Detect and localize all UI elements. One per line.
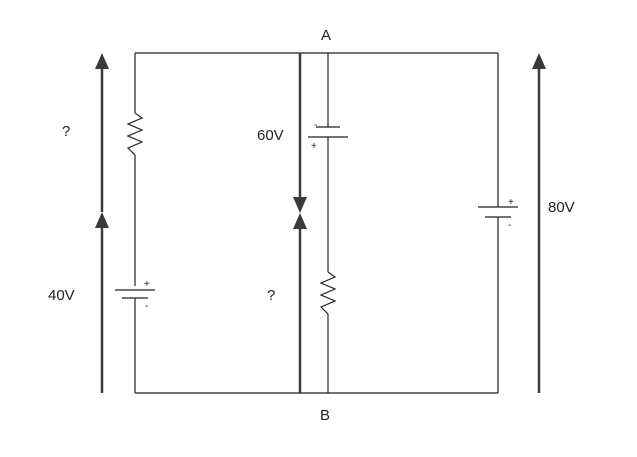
right-voltage-arrow bbox=[532, 53, 546, 393]
middle-battery-plus: + bbox=[311, 141, 317, 152]
middle-voltage-arrow bbox=[293, 53, 307, 393]
left-battery-voltage: 40V bbox=[48, 287, 75, 304]
right-battery-minus: - bbox=[508, 220, 511, 231]
right-battery-voltage: 80V bbox=[548, 199, 575, 216]
middle-arrow-down-head bbox=[293, 197, 307, 213]
right-battery-plus: + bbox=[508, 197, 514, 208]
left-battery bbox=[115, 289, 155, 299]
middle-battery-voltage: 60V bbox=[257, 127, 284, 144]
middle-resistor bbox=[319, 271, 337, 315]
left-unknown-label: ? bbox=[62, 123, 70, 140]
left-voltage-arrow bbox=[95, 53, 109, 393]
left-arrow-lower-head bbox=[95, 212, 109, 228]
node-a-label: A bbox=[321, 27, 331, 44]
middle-battery bbox=[308, 126, 348, 138]
left-battery-plus: + bbox=[144, 279, 150, 290]
circuit-wires bbox=[134, 52, 499, 394]
left-battery-minus: - bbox=[145, 301, 148, 312]
node-b-label: B bbox=[320, 407, 330, 424]
right-arrow-head bbox=[532, 53, 546, 69]
left-arrow-upper-head bbox=[95, 53, 109, 69]
middle-battery-minus: - bbox=[314, 120, 317, 131]
middle-unknown-label: ? bbox=[267, 287, 275, 304]
left-resistor bbox=[126, 112, 144, 156]
middle-arrow-up-head bbox=[293, 213, 307, 229]
right-battery bbox=[478, 206, 518, 218]
